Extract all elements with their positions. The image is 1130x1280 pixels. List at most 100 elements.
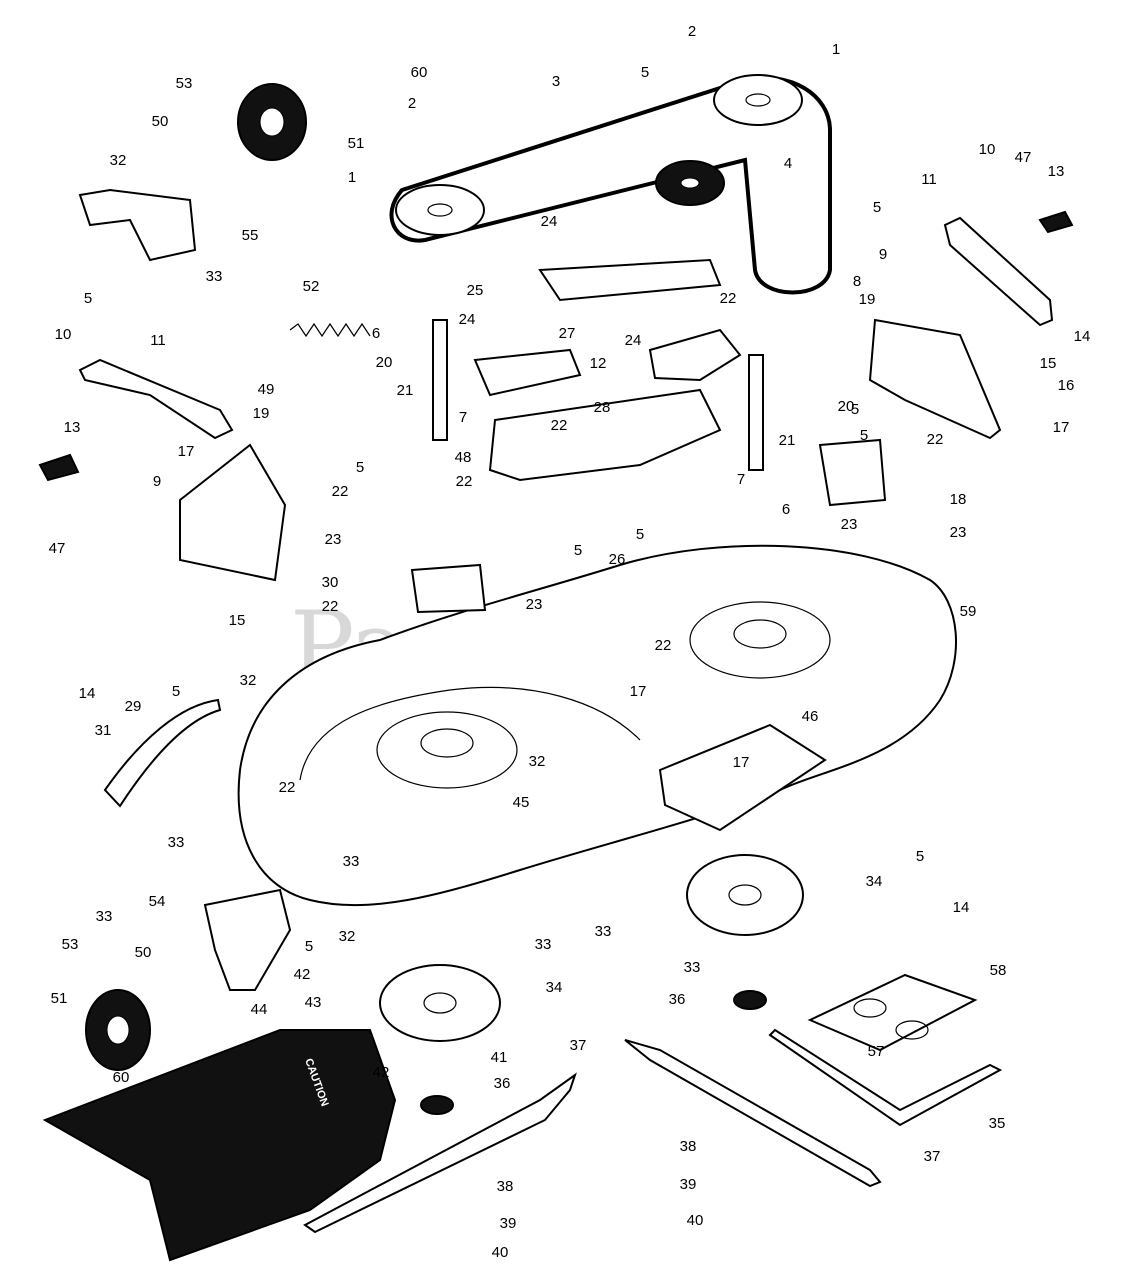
callout-8[interactable]: 8 bbox=[853, 273, 861, 290]
callout-5[interactable]: 5 bbox=[851, 401, 859, 418]
callout-33[interactable]: 33 bbox=[168, 834, 185, 851]
wheel-bracket-rear[interactable] bbox=[78, 188, 197, 262]
callout-50[interactable]: 50 bbox=[152, 113, 169, 130]
callout-33[interactable]: 33 bbox=[535, 936, 552, 953]
callout-5[interactable]: 5 bbox=[860, 427, 868, 444]
callout-14[interactable]: 14 bbox=[953, 899, 970, 916]
callout-13[interactable]: 13 bbox=[1048, 163, 1065, 180]
idler-bracket[interactable] bbox=[538, 258, 722, 302]
callout-32[interactable]: 32 bbox=[529, 753, 546, 770]
idler-arm[interactable] bbox=[648, 328, 742, 382]
callout-12[interactable]: 12 bbox=[590, 355, 607, 372]
wing-knob-left[interactable] bbox=[38, 453, 80, 482]
spindle-pulley-right[interactable] bbox=[713, 74, 803, 126]
callout-2[interactable]: 2 bbox=[408, 95, 416, 112]
callout-11[interactable]: 11 bbox=[921, 171, 937, 188]
callout-24[interactable]: 24 bbox=[459, 311, 476, 328]
callout-44[interactable]: 44 bbox=[251, 1001, 268, 1018]
callout-23[interactable]: 23 bbox=[950, 524, 967, 541]
bearing-right[interactable] bbox=[733, 990, 767, 1010]
callout-27[interactable]: 27 bbox=[559, 325, 576, 342]
callout-13[interactable]: 13 bbox=[64, 419, 81, 436]
mower-blade-left[interactable] bbox=[303, 1072, 577, 1234]
callout-23[interactable]: 23 bbox=[841, 516, 858, 533]
callout-24[interactable]: 24 bbox=[541, 213, 558, 230]
callout-5[interactable]: 5 bbox=[356, 459, 364, 476]
callout-60[interactable]: 60 bbox=[113, 1069, 130, 1086]
stabilizer-bracket[interactable] bbox=[658, 723, 827, 832]
callout-60[interactable]: 60 bbox=[411, 64, 428, 81]
callout-21[interactable]: 21 bbox=[397, 382, 414, 399]
callout-33[interactable]: 33 bbox=[595, 923, 612, 940]
callout-17[interactable]: 17 bbox=[178, 443, 195, 460]
callout-3[interactable]: 3 bbox=[552, 73, 560, 90]
callout-33[interactable]: 33 bbox=[206, 268, 223, 285]
callout-51[interactable]: 51 bbox=[51, 990, 68, 1007]
callout-5[interactable]: 5 bbox=[305, 938, 313, 955]
callout-17[interactable]: 17 bbox=[1053, 419, 1070, 436]
callout-47[interactable]: 47 bbox=[1015, 149, 1032, 166]
callout-34[interactable]: 34 bbox=[546, 979, 563, 996]
callout-15[interactable]: 15 bbox=[229, 612, 246, 629]
callout-7[interactable]: 7 bbox=[737, 471, 745, 488]
callout-31[interactable]: 31 bbox=[95, 722, 112, 739]
callout-45[interactable]: 45 bbox=[513, 794, 530, 811]
deflector-bracket[interactable] bbox=[768, 1028, 1003, 1127]
callout-53[interactable]: 53 bbox=[176, 75, 193, 92]
callout-15[interactable]: 15 bbox=[1040, 355, 1057, 372]
wheel-bracket-front[interactable] bbox=[203, 888, 292, 991]
callout-4[interactable]: 4 bbox=[784, 155, 792, 172]
callout-22[interactable]: 22 bbox=[322, 598, 339, 615]
callout-38[interactable]: 38 bbox=[680, 1138, 697, 1155]
callout-35[interactable]: 35 bbox=[989, 1115, 1006, 1132]
callout-34[interactable]: 34 bbox=[866, 873, 883, 890]
callout-25[interactable]: 25 bbox=[467, 282, 484, 299]
callout-28[interactable]: 28 bbox=[594, 399, 611, 416]
mower-blade-right[interactable] bbox=[624, 1039, 882, 1188]
callout-1[interactable]: 1 bbox=[832, 41, 840, 58]
callout-33[interactable]: 33 bbox=[684, 959, 701, 976]
callout-5[interactable]: 5 bbox=[873, 199, 881, 216]
callout-22[interactable]: 22 bbox=[927, 431, 944, 448]
callout-10[interactable]: 10 bbox=[55, 326, 72, 343]
callout-20[interactable]: 20 bbox=[376, 354, 393, 371]
mower-deck-housing[interactable] bbox=[237, 544, 957, 907]
callout-5[interactable]: 5 bbox=[636, 526, 644, 543]
callout-39[interactable]: 39 bbox=[680, 1176, 697, 1193]
callout-32[interactable]: 32 bbox=[240, 672, 257, 689]
callout-17[interactable]: 17 bbox=[733, 754, 750, 771]
callout-33[interactable]: 33 bbox=[96, 908, 113, 925]
idler-lever-left[interactable] bbox=[78, 358, 234, 440]
callout-14[interactable]: 14 bbox=[1074, 328, 1091, 345]
wing-knob-right[interactable] bbox=[1038, 210, 1074, 234]
callout-30[interactable]: 30 bbox=[322, 574, 339, 591]
callout-57[interactable]: 57 bbox=[868, 1043, 885, 1060]
callout-5[interactable]: 5 bbox=[84, 290, 92, 307]
callout-16[interactable]: 16 bbox=[1058, 377, 1075, 394]
callout-32[interactable]: 32 bbox=[339, 928, 356, 945]
callout-52[interactable]: 52 bbox=[303, 278, 320, 295]
callout-22[interactable]: 22 bbox=[456, 473, 473, 490]
drive-belt[interactable] bbox=[389, 75, 832, 295]
callout-53[interactable]: 53 bbox=[62, 936, 79, 953]
belt-cover-baffle[interactable] bbox=[488, 388, 722, 482]
callout-20[interactable]: 20 bbox=[838, 398, 855, 415]
callout-6[interactable]: 6 bbox=[782, 501, 790, 518]
callout-5[interactable]: 5 bbox=[574, 542, 582, 559]
callout-49[interactable]: 49 bbox=[258, 381, 275, 398]
callout-48[interactable]: 48 bbox=[455, 449, 472, 466]
callout-22[interactable]: 22 bbox=[332, 483, 349, 500]
callout-41[interactable]: 41 bbox=[491, 1049, 508, 1066]
callout-43[interactable]: 43 bbox=[305, 994, 322, 1011]
callout-33[interactable]: 33 bbox=[343, 853, 360, 870]
callout-42[interactable]: 42 bbox=[373, 1064, 390, 1081]
callout-59[interactable]: 59 bbox=[960, 603, 977, 620]
callout-58[interactable]: 58 bbox=[990, 962, 1007, 979]
callout-37[interactable]: 37 bbox=[570, 1037, 587, 1054]
callout-10[interactable]: 10 bbox=[979, 141, 996, 158]
callout-22[interactable]: 22 bbox=[279, 779, 296, 796]
callout-2[interactable]: 2 bbox=[688, 23, 696, 40]
callout-54[interactable]: 54 bbox=[149, 893, 166, 910]
spindle-shaft-left[interactable] bbox=[432, 319, 448, 441]
callout-40[interactable]: 40 bbox=[687, 1212, 704, 1229]
